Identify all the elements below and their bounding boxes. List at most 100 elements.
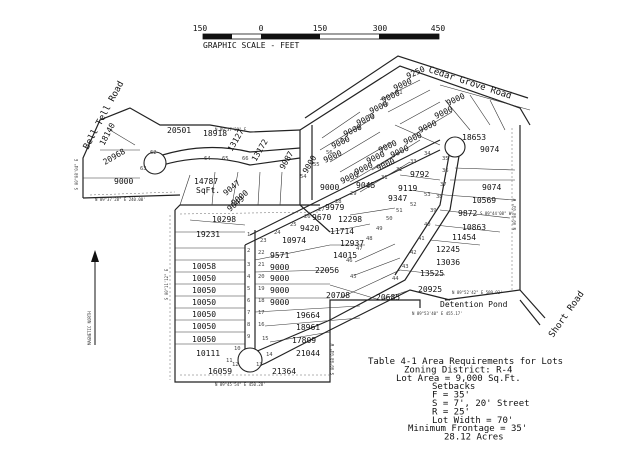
plat-linework xyxy=(82,55,546,383)
lot-area: 12937 xyxy=(340,239,364,248)
lot-number: 18 xyxy=(258,298,265,304)
lot-area: 20501 xyxy=(167,126,191,135)
lot-number: 53 xyxy=(424,192,431,198)
lot-number: 64 xyxy=(204,156,211,162)
lot-number: 66 xyxy=(242,156,249,162)
lot-area: 10569 xyxy=(472,196,496,205)
lot-number: 25 xyxy=(290,222,297,228)
lot-area: 12298 xyxy=(338,215,362,224)
lot-number: 20 xyxy=(258,274,265,280)
lot-area: 9792 xyxy=(410,170,429,179)
lot-number: 62 xyxy=(150,150,157,156)
scale-tick: 300 xyxy=(373,24,388,33)
lot-number: 37 xyxy=(440,182,447,188)
lot-number: 27 xyxy=(318,207,325,213)
lot-number: 41 xyxy=(418,236,425,242)
lot-area: 19664 xyxy=(296,311,320,320)
table-min-frontage: Minimum Frontage = 35' xyxy=(408,424,527,434)
lot-area: 9119 xyxy=(398,184,417,193)
lot-number: 17 xyxy=(258,310,265,316)
lot-number: 39 xyxy=(430,208,437,214)
lot-number: 59 xyxy=(368,114,375,120)
lot-area: 10050 xyxy=(192,286,216,295)
lot-number: 28 xyxy=(335,199,342,205)
lot-area: 9872 xyxy=(458,209,477,218)
lot-number: 11 xyxy=(226,358,233,364)
lot-number: 1 xyxy=(247,232,250,238)
lot-number: 46 xyxy=(346,258,353,264)
cul-de-sac xyxy=(444,136,466,158)
lot-area: 20708 xyxy=(326,291,350,300)
lot-number: 48 xyxy=(366,236,373,242)
table-setback-s: S = 7', 20' Street xyxy=(432,399,530,409)
lot-number: 31 xyxy=(381,175,388,181)
lot-area: 10050 xyxy=(192,274,216,283)
lot-number: 63 xyxy=(140,166,147,172)
lot-number: 9 xyxy=(247,334,250,340)
lot-number: 23 xyxy=(260,238,267,244)
lot-number: 29 xyxy=(350,191,357,197)
lot-area: 9074 xyxy=(480,145,499,154)
lot-area: 9347 xyxy=(388,194,407,203)
lot-area: 9670 xyxy=(312,213,331,222)
lot-number: 56 xyxy=(326,150,333,156)
lot-number: 3 xyxy=(247,262,250,268)
lot-number: 35 xyxy=(442,156,449,162)
lot-area: 19231 xyxy=(196,230,220,239)
lot-area: 9420 xyxy=(300,224,319,233)
lot-number: 40 xyxy=(424,222,431,228)
table-setback-f: F = 35' xyxy=(432,391,470,401)
lot-area: 18653 xyxy=(462,133,486,142)
lot-number: 33 xyxy=(410,159,417,165)
lot-area: 9000 xyxy=(320,183,339,192)
bearing-label: S 00°11'12" E xyxy=(164,268,169,300)
easements xyxy=(89,128,513,380)
lot-number: 19 xyxy=(258,286,265,292)
lot-number: 6 xyxy=(247,298,250,304)
bearing-label: N 89°52'42" E 509.93' xyxy=(452,290,503,295)
bearing-label: S 00°08'04" E xyxy=(74,158,79,190)
lot-area: 9045 xyxy=(356,181,375,190)
lot-number: 47 xyxy=(356,246,363,252)
lot-area: 18961 xyxy=(296,323,320,332)
cul-de-sac xyxy=(237,347,263,373)
lot-number: 54 xyxy=(300,174,307,180)
lot-number: 42 xyxy=(410,250,417,256)
lot-area: 10050 xyxy=(192,335,216,344)
lot-number: 10 xyxy=(234,346,241,352)
north-arrow: MAGNETIC NORTH xyxy=(87,250,99,345)
lot-area: 9074 xyxy=(482,183,501,192)
lot-area: 10058 xyxy=(192,262,216,271)
road-name-cedar-grove: Cedar Grove Road xyxy=(427,65,513,101)
lot-area: 20685 xyxy=(376,293,400,302)
lot-number: 16 xyxy=(258,322,265,328)
lot-area: 9087 xyxy=(278,150,296,171)
lot-area: 11454 xyxy=(452,233,476,242)
table-lot-area: Lot Area = 9,000 Sq.Ft. xyxy=(396,374,521,384)
lot-area: 14015 xyxy=(333,251,357,260)
lot-lines xyxy=(83,79,531,345)
lot-area: SqFt. xyxy=(196,186,220,195)
lot-number: 49 xyxy=(376,226,383,232)
lot-area: 20925 xyxy=(418,285,442,294)
lot-area: 13525 xyxy=(420,269,444,278)
lot-area: 10974 xyxy=(282,236,306,245)
lot-area: 9571 xyxy=(270,251,289,260)
lot-number: 4 xyxy=(247,274,251,280)
lot-area: 11714 xyxy=(330,227,354,236)
bearing-labels: N 89°37'28" E 240.00' N 89°45'54" E 450.… xyxy=(74,127,517,387)
table-setback-r: R = 25' xyxy=(432,407,470,417)
lot-number: 55 xyxy=(313,162,320,168)
lot-area: 9000 xyxy=(433,104,454,120)
lot-number: 45 xyxy=(350,274,357,280)
lot-area: 9979 xyxy=(325,203,344,212)
lot-number: 26 xyxy=(304,214,311,220)
lot-number: 65 xyxy=(222,156,229,162)
lot-number: 22 xyxy=(258,250,265,256)
bearing-label: S 89°44'08" W xyxy=(480,211,512,216)
lot-area: 10111 xyxy=(196,349,220,358)
lot-area: 9000 xyxy=(270,298,289,307)
scale-tick: 150 xyxy=(193,24,208,33)
lot-number: 57 xyxy=(340,138,347,144)
